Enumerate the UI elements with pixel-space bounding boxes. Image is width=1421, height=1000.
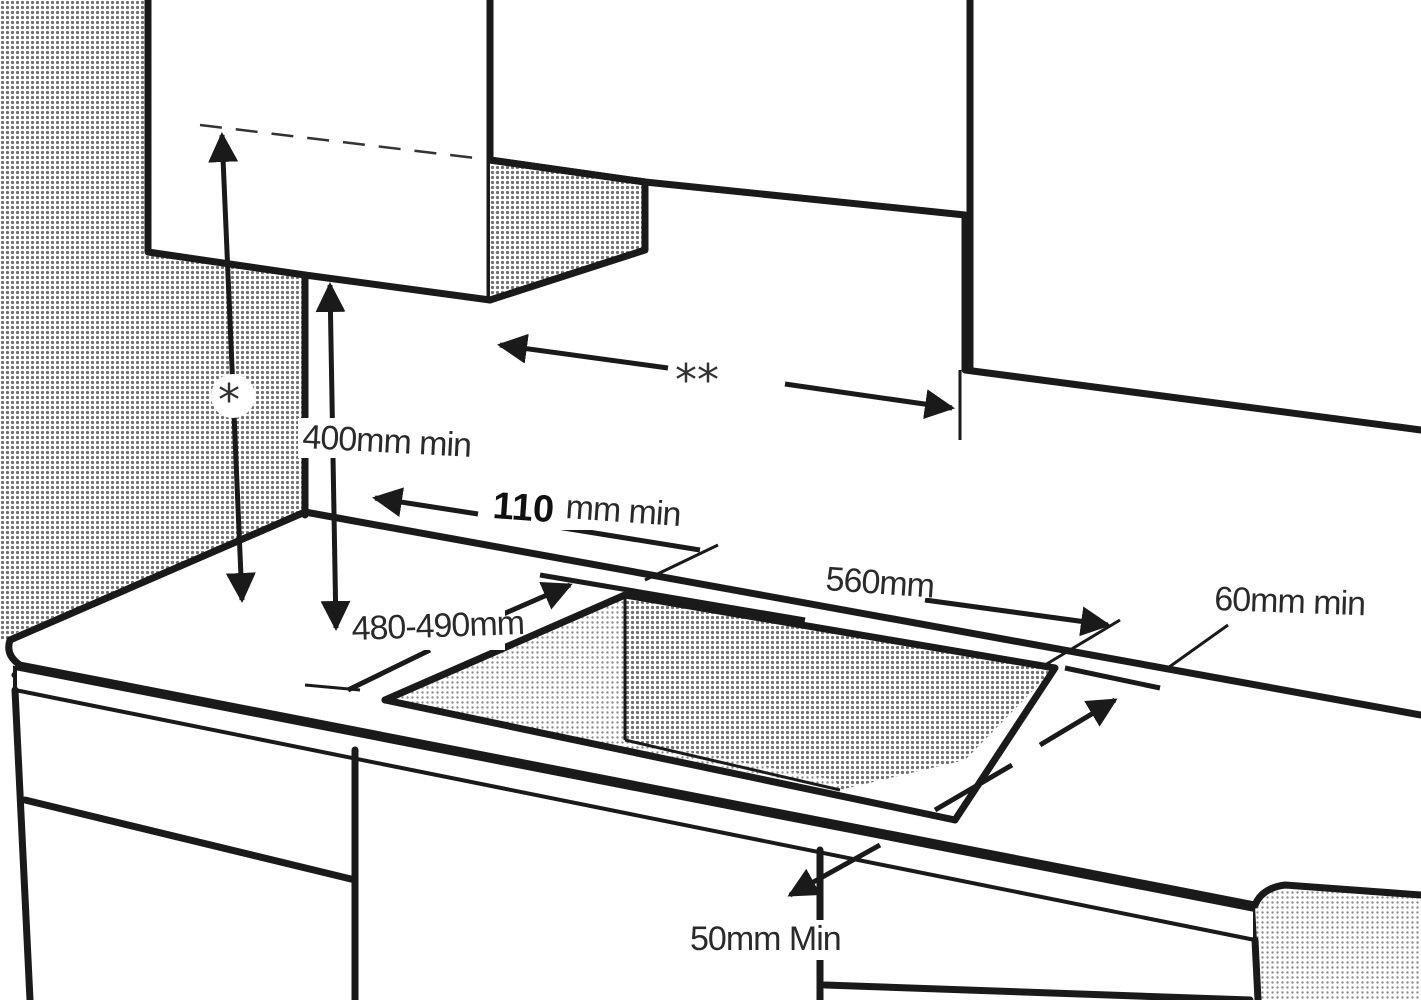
drawer-line-right	[821, 981, 1254, 1000]
dimension-560-line-left	[539, 572, 806, 623]
worktop-front-edge	[5, 636, 1259, 939]
hob-cutout-back-face	[625, 595, 1055, 790]
dimension-50mm-line-lower	[933, 762, 1014, 813]
drawer-line-left	[21, 796, 359, 884]
worktop-back-edge	[301, 508, 1421, 719]
base-cabinet-left-edge	[11, 686, 34, 1000]
hood-recess	[490, 160, 645, 300]
base-cabinet-right-edge	[1251, 936, 1262, 1000]
worktop-right-end	[1255, 885, 1421, 1000]
star-label-bg	[211, 374, 255, 418]
dimension-480-line-lower	[346, 647, 432, 693]
left-wall-edge	[0, 270, 10, 640]
side-gap-label: 60mm min	[1214, 580, 1366, 623]
reference-height-line	[199, 123, 476, 160]
hob-cutout-floor	[440, 620, 840, 790]
dimension-60mm-line	[1064, 665, 1161, 691]
60mm-label-bg	[1210, 582, 1360, 620]
dimension-50mm-line-upper	[1038, 697, 1118, 748]
cutout-depth-label: 480-490mm	[351, 604, 525, 648]
left-side-wall	[0, 0, 305, 640]
right-wall-cabinet-bottom	[486, 156, 1421, 434]
dimension-star-line	[208, 132, 256, 603]
dimension-50mm-line-front	[787, 842, 882, 898]
cutout-width-label: 560mm	[824, 560, 935, 605]
dimension-gap-line-right	[784, 381, 955, 420]
50mm-label-bg	[685, 920, 833, 960]
400mm-label-bg	[298, 418, 473, 458]
560-label-bg	[820, 560, 930, 598]
60mm-tick	[1164, 623, 1229, 672]
worktop-right-end-outline	[1251, 881, 1421, 909]
rear-gap-value: 110	[491, 485, 555, 531]
cutout-inner-bottom	[624, 738, 841, 792]
560-tick	[1044, 618, 1121, 667]
star-label: *	[218, 375, 240, 426]
110-tick	[644, 543, 719, 582]
rear-gap-unit: mm min	[564, 488, 681, 534]
dimension-110-line	[372, 487, 479, 517]
front-gap-label: 50mm Min	[690, 920, 841, 958]
worktop-surface	[6, 508, 309, 644]
cutout-front-edge	[381, 696, 959, 824]
480-tick	[304, 683, 361, 692]
dimension-560-line-right	[924, 597, 1111, 637]
110-label-bg	[485, 485, 680, 530]
480-label-bg	[350, 610, 505, 650]
min-clearance-label: 400mm min	[302, 418, 472, 465]
dimension-gap-line-left	[497, 333, 669, 371]
left-wall-cabinet	[144, 0, 494, 304]
double-star-label: **	[675, 355, 719, 406]
